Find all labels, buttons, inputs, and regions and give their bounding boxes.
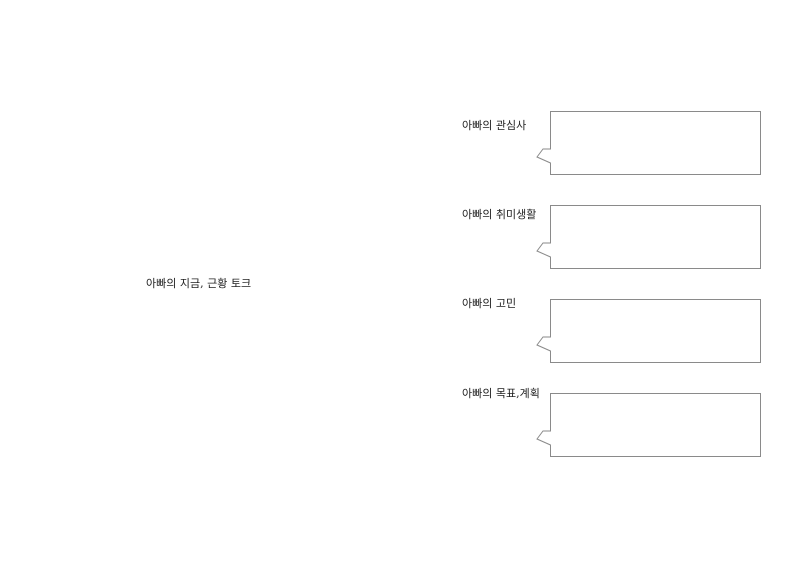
speech-bubble-worries[interactable] [536, 299, 762, 365]
speech-bubble-outline [536, 299, 761, 363]
topic-label-worries: 아빠의 고민 [462, 297, 517, 310]
topic-label-hobbies: 아빠의 취미생활 [462, 208, 537, 221]
topic-label-goals: 아빠의 목표,계획 [462, 387, 540, 400]
topic-label-interests: 아빠의 관심사 [462, 119, 527, 132]
speech-bubble-goals[interactable] [536, 393, 762, 459]
speech-bubble-outline [536, 393, 761, 457]
speech-bubble-outline [536, 111, 761, 175]
speech-bubble-outline [536, 205, 761, 269]
page-title: 아빠의 지금, 근황 토크 [146, 277, 252, 290]
speech-bubble-hobbies[interactable] [536, 205, 762, 271]
speech-bubble-interests[interactable] [536, 111, 762, 177]
